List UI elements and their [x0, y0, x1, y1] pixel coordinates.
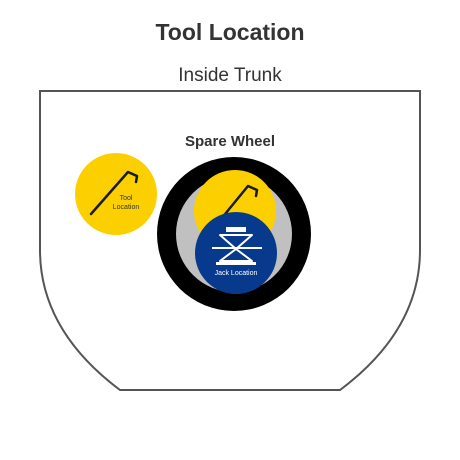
jack-location-badge: Jack Location — [195, 212, 277, 294]
tool-location-badge: Tool Location — [75, 153, 157, 235]
tool-badge-label-line1: Tool — [120, 195, 133, 202]
scissor-jack-icon — [212, 227, 262, 265]
diagram-title: Tool Location — [155, 19, 305, 45]
tire-iron-icon — [89, 170, 139, 216]
jack-badge-label: Jack Location — [215, 270, 258, 277]
trunk-label: Inside Trunk — [178, 65, 282, 86]
spare-wheel-label: Spare Wheel — [185, 133, 275, 150]
tire-iron-icon — [210, 184, 259, 232]
tool-badge-label-line2: Location — [113, 204, 140, 211]
